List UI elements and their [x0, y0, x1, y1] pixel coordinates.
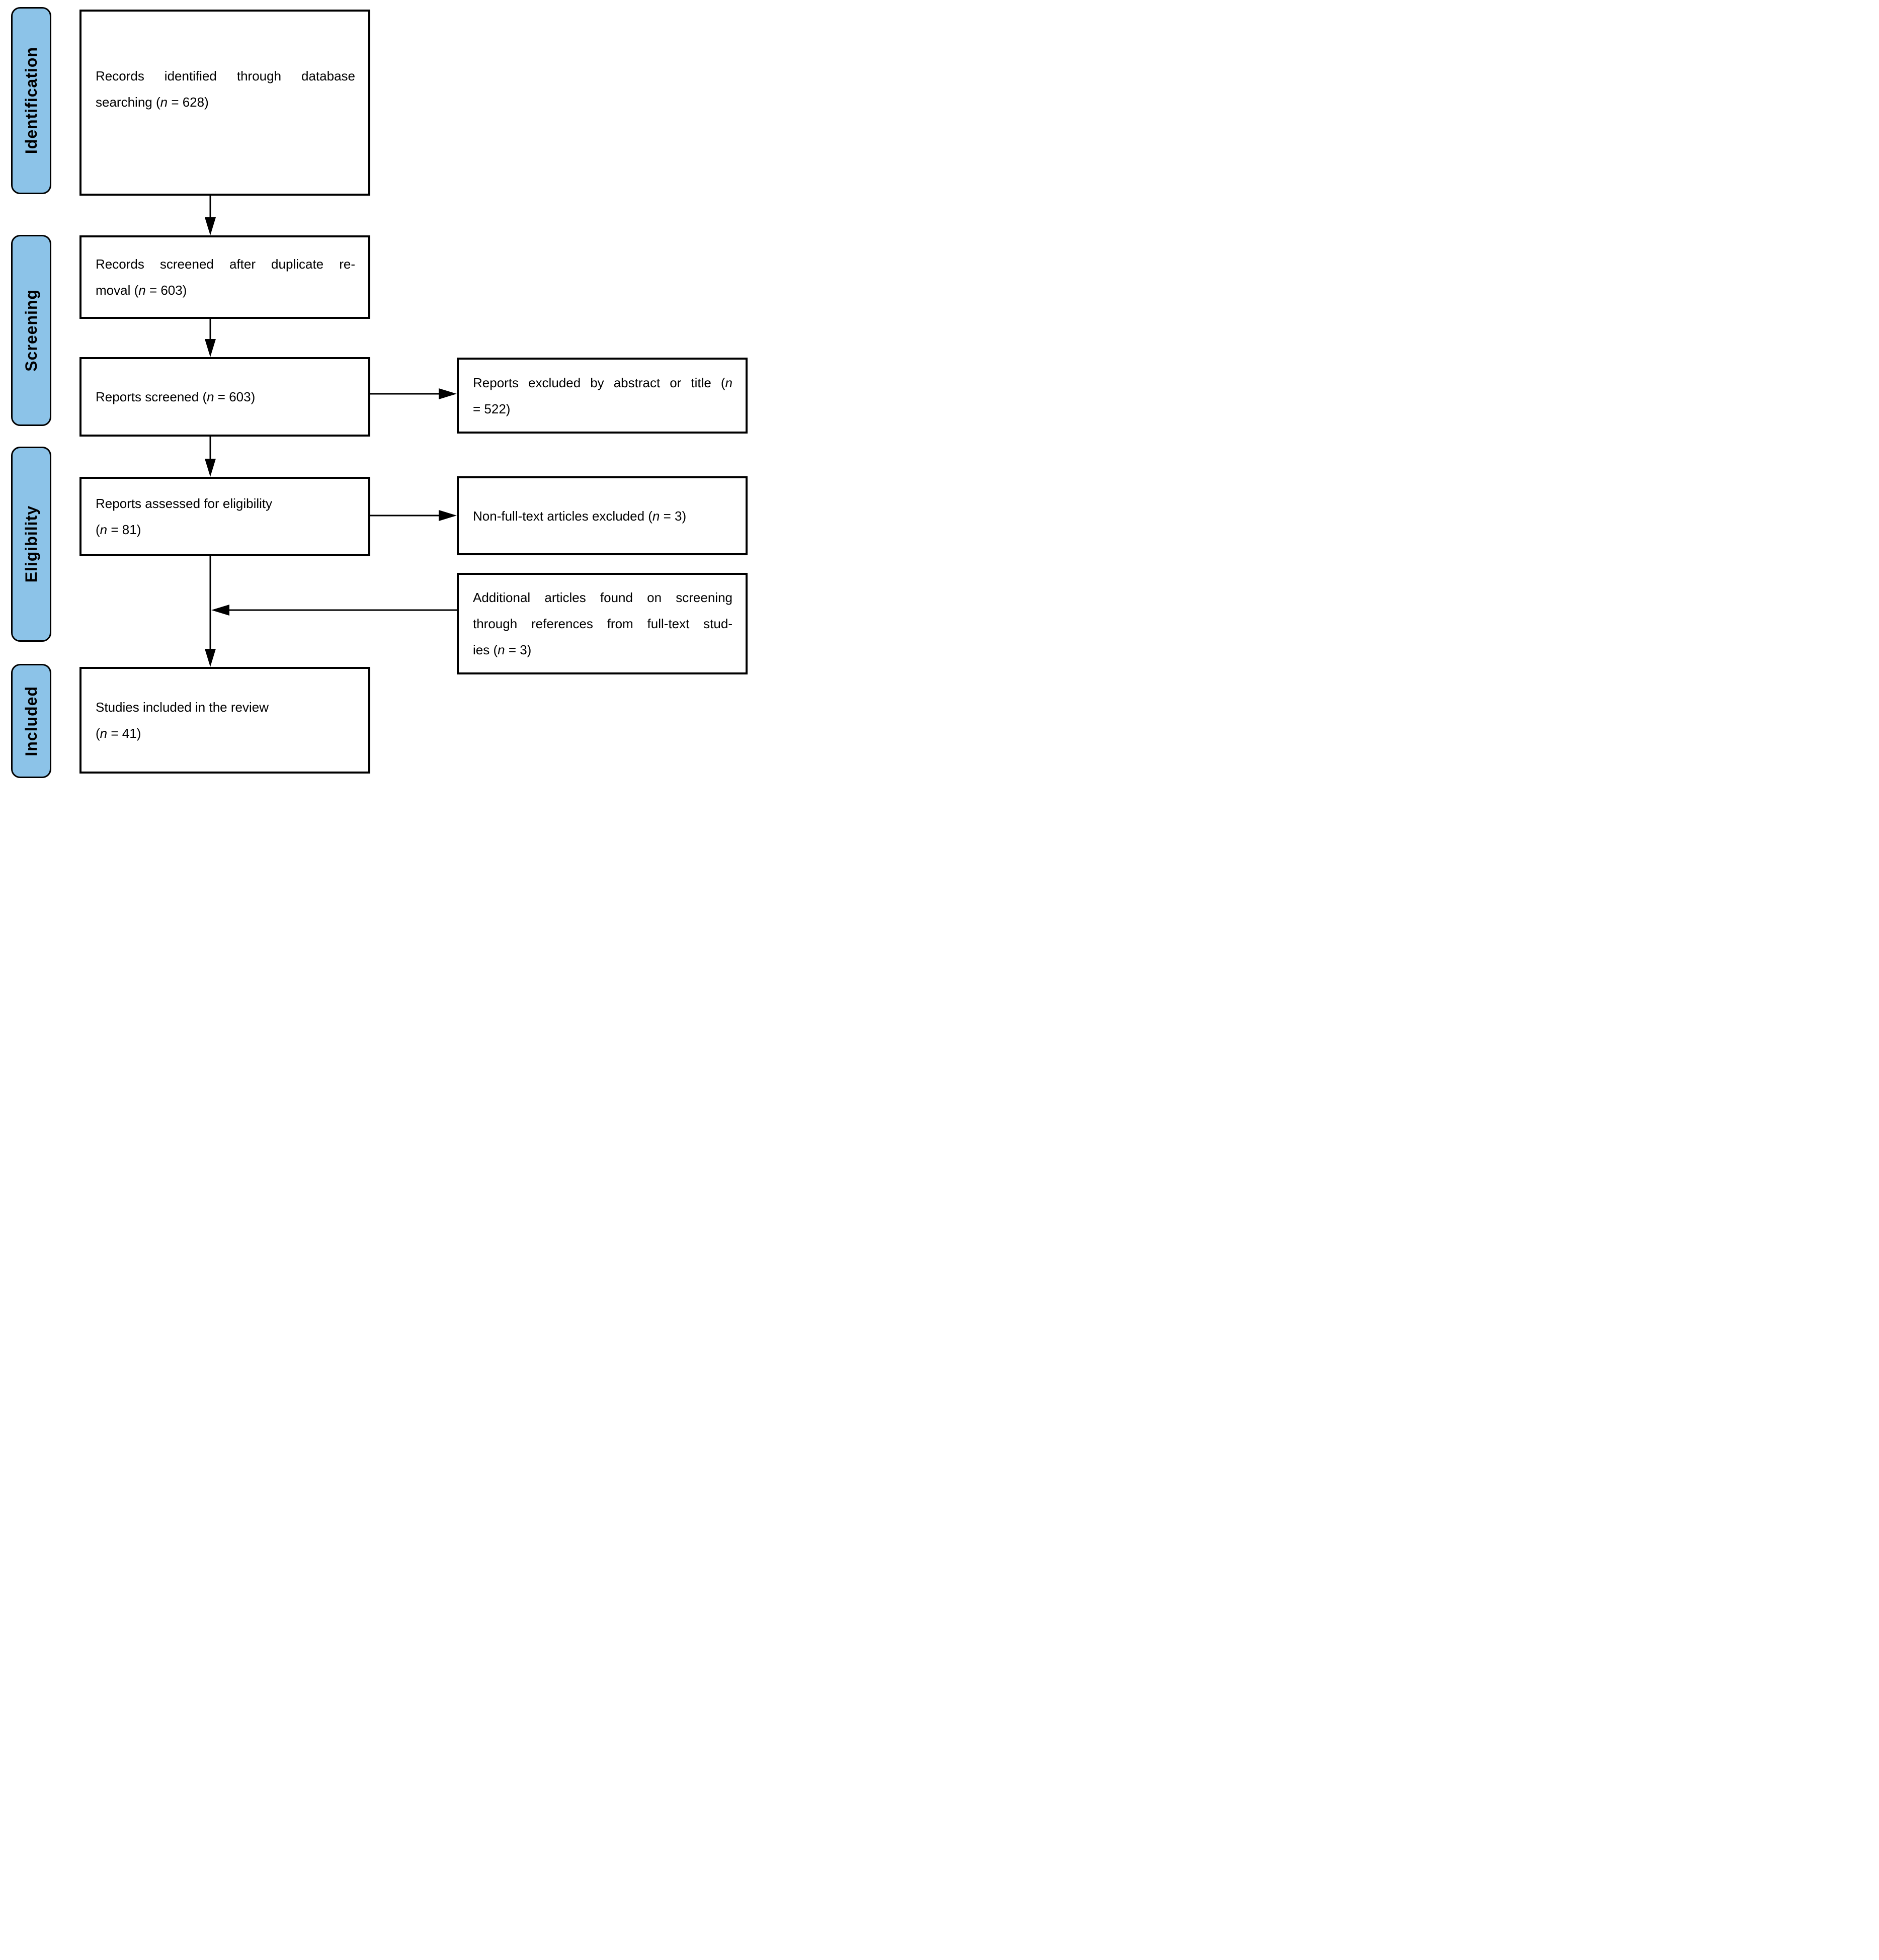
line-text: = 81) [107, 522, 141, 537]
arrowhead-down-icon [205, 649, 216, 667]
box-text-line: Records identified through database [96, 63, 355, 89]
stage-label-eligibility-text: Eligibility [22, 505, 40, 583]
box-text-line: = 522) [473, 396, 732, 422]
box-non-full-text-excluded: Non-full-text articles excluded (n = 3) [457, 476, 748, 555]
line-text: Additional articles found on screening [473, 590, 732, 605]
arrow-screened-to-reports-screened [205, 319, 216, 357]
line-text: = 603) [214, 389, 256, 404]
line-text: = 603) [145, 283, 187, 298]
line-text: ( [96, 522, 100, 537]
box-text-line: Reports excluded by abstract or title (n [473, 370, 732, 396]
line-text: Reports assessed for eligibility [96, 495, 273, 511]
line-text: Records screened after duplicate re- [96, 257, 355, 272]
line-text: = 522) [473, 401, 511, 416]
line-text: Non-full-text articles excluded ( [473, 508, 652, 524]
line-text: searching ( [96, 95, 160, 110]
box-reports-assessed: Reports assessed for eligibility (n = 81… [79, 477, 370, 556]
box-studies-included: Studies included in the review (n = 41) [79, 667, 370, 774]
arrowhead-left-icon [211, 605, 229, 616]
n-italic: n [100, 522, 108, 537]
n-italic: n [652, 508, 660, 524]
arrow-additional-to-flow [211, 605, 457, 616]
line-text: = 628) [168, 95, 209, 110]
arrow-reports-screened-to-assessed [205, 437, 216, 477]
line-text: moval ( [96, 283, 139, 298]
line-text: = 3) [505, 642, 532, 657]
n-italic: n [207, 389, 214, 404]
box-records-screened-duplicates: Records screened after duplicate re- mov… [79, 235, 370, 319]
arrow-assessed-to-included [205, 556, 216, 667]
box-text-line: Reports screened (n = 603) [96, 384, 355, 410]
line-text: ( [96, 726, 100, 741]
box-text-line: Reports assessed for eligibility [96, 490, 355, 517]
line-text: Studies included in the review [96, 700, 269, 715]
box-text-line: ies (n = 3) [473, 637, 732, 663]
arrow-assessed-to-non-full-text [370, 510, 457, 521]
box-text-line: (n = 41) [96, 720, 355, 746]
box-additional-articles: Additional articles found on screening t… [457, 573, 748, 674]
stage-label-included: Included [11, 664, 51, 778]
stage-label-identification-text: Identification [22, 47, 40, 154]
box-reports-screened: Reports screened (n = 603) [79, 357, 370, 437]
arrowhead-down-icon [205, 339, 216, 357]
stage-label-identification: Identification [11, 7, 51, 194]
box-text-line: Non-full-text articles excluded (n = 3) [473, 503, 732, 529]
box-text-line: through references from full-text stud- [473, 611, 732, 637]
arrow-reports-screened-to-excluded [370, 388, 457, 399]
n-italic: n [725, 375, 732, 390]
stage-label-screening: Screening [11, 235, 51, 426]
n-italic: n [498, 642, 505, 657]
box-text-line: searching (n = 628) [96, 89, 355, 115]
prisma-flow-diagram: Identification Screening Eligibility Inc… [0, 0, 752, 784]
arrowhead-right-icon [439, 510, 457, 521]
box-reports-excluded: Reports excluded by abstract or title (n… [457, 358, 748, 434]
box-text-line: Records screened after duplicate re- [96, 251, 355, 277]
n-italic: n [138, 283, 146, 298]
arrowhead-down-icon [205, 459, 216, 477]
box-text-line: (n = 81) [96, 517, 355, 543]
arrowhead-down-icon [205, 217, 216, 235]
n-italic: n [100, 726, 108, 741]
line-text: Reports excluded by abstract or title ( [473, 375, 725, 390]
stage-label-eligibility: Eligibility [11, 447, 51, 642]
line-text: Records identified through database [96, 68, 355, 83]
line-text: through references from full-text stud- [473, 616, 732, 631]
box-text-line: Additional articles found on screening [473, 584, 732, 611]
box-text-line: moval (n = 603) [96, 277, 355, 303]
arrowhead-right-icon [439, 388, 457, 399]
stage-label-included-text: Included [22, 686, 40, 756]
box-records-identified: Records identified through database sear… [79, 10, 370, 196]
box-text-line: Studies included in the review [96, 694, 355, 720]
line-text: = 41) [107, 726, 141, 741]
line-text: = 3) [660, 508, 687, 524]
line-text: Reports screened ( [96, 389, 207, 404]
stage-label-screening-text: Screening [22, 289, 40, 372]
line-text: ies ( [473, 642, 498, 657]
arrow-identified-to-screened [205, 196, 216, 235]
n-italic: n [160, 95, 168, 110]
